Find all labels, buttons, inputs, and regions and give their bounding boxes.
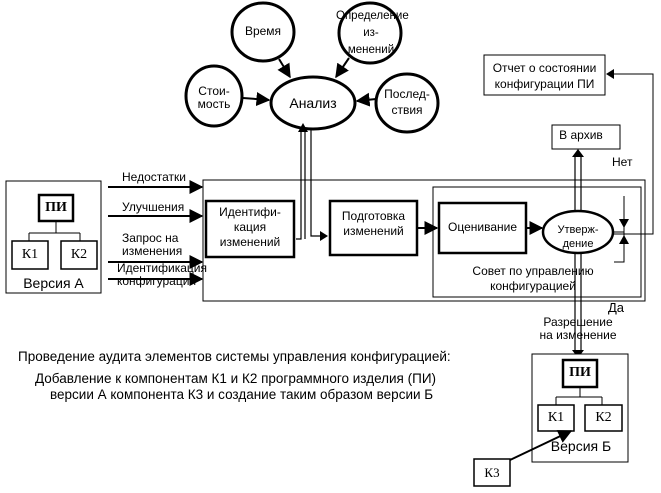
consequences-label: Послед- ствия — [384, 87, 430, 117]
preparation-label: Подготовка изменений — [341, 209, 406, 238]
archive-arrowhead — [572, 149, 584, 157]
permission-label: Разрешение на изменение — [539, 315, 617, 342]
approval-to-version-b-link — [574, 253, 582, 351]
process-frame — [202, 179, 646, 302]
consequences-to-analysis-arrow — [355, 92, 377, 107]
config-id-label: Идентификация конфигурации — [117, 261, 207, 288]
change-request-label: Запрос на изменения — [122, 231, 183, 258]
analysis-to-preparation-link — [310, 130, 322, 237]
report-box — [483, 54, 606, 96]
version-a-pi-box — [37, 193, 75, 223]
version-a-tree-lines — [28, 221, 81, 241]
yes-label: Да — [608, 300, 625, 315]
approval-feedback-loop — [613, 196, 625, 263]
no-path-to-report — [608, 73, 654, 235]
consequences-node — [374, 72, 440, 134]
k3-to-k1-arrow — [509, 430, 573, 461]
improvements-label: Улучшения — [122, 200, 185, 214]
board-label: Совет по управлению конфигурацией — [472, 264, 594, 293]
archive-label: В архив — [559, 128, 603, 142]
version-a-k2-label: К2 — [70, 247, 88, 262]
time-node — [230, 1, 296, 63]
feedback-arrowhead-up — [619, 235, 629, 244]
version-a-caption: Версия А — [23, 275, 84, 291]
identification-box — [204, 199, 296, 259]
version-b-pi-label: ПИ — [569, 365, 591, 380]
preparation-box — [328, 199, 419, 257]
approval-to-archive-link — [574, 155, 582, 211]
time-to-analysis-arrow — [277, 58, 291, 79]
analysis-label: Анализ — [289, 95, 337, 111]
version-b-pi-box — [561, 358, 599, 389]
description-line-3: версии А компонента К3 и создание таким … — [50, 387, 434, 402]
feedback-arrowhead-down — [619, 219, 629, 228]
analysis-arrowhead — [298, 123, 308, 132]
k3-label: К3 — [484, 465, 500, 480]
version-a-k1-label: К1 — [21, 247, 39, 262]
no-label: Нет — [612, 155, 633, 169]
time-label: Время — [244, 24, 282, 38]
version-a-pi-label: ПИ — [45, 200, 67, 215]
approval-label: Утверж- дение — [557, 224, 599, 250]
archive-box — [551, 124, 621, 150]
analysis-node — [269, 75, 357, 131]
change-definition-node — [337, 1, 403, 65]
description-line-2: Добавление к компонентам К1 и К2 програм… — [35, 371, 437, 386]
board-frame — [432, 186, 642, 298]
preparation-arrowhead — [320, 231, 328, 241]
identification-to-analysis-link — [296, 130, 306, 240]
version-b-k2-label: К2 — [595, 410, 612, 425]
report-label: Отчет о состоянии конфигурации ПИ — [492, 61, 597, 91]
report-arrowhead — [606, 69, 614, 79]
version-a-k1-box — [11, 240, 49, 270]
change-definition-label: Определение из- менений — [336, 10, 409, 56]
k3-box — [473, 458, 511, 487]
evaluation-label: Оценивание — [448, 220, 517, 234]
identification-label: Идентифи- кация изменений — [219, 205, 281, 249]
description-line-1: Проведение аудита элементов системы упра… — [18, 349, 451, 364]
version-b-tree-lines — [555, 387, 603, 405]
version-b-k1-box — [537, 404, 575, 432]
cost-to-analysis-arrow — [242, 92, 271, 107]
version-b-k1-label: К1 — [547, 410, 565, 425]
version-a-k2-box — [60, 240, 98, 270]
cost-node — [184, 64, 244, 128]
defects-label: Недостатки — [122, 170, 186, 184]
version-b-k2-box — [584, 404, 623, 432]
version-b-caption: Версия Б — [550, 438, 612, 454]
change-def-to-analysis-arrow — [335, 57, 350, 79]
cost-label: Стои- мость — [197, 84, 231, 111]
